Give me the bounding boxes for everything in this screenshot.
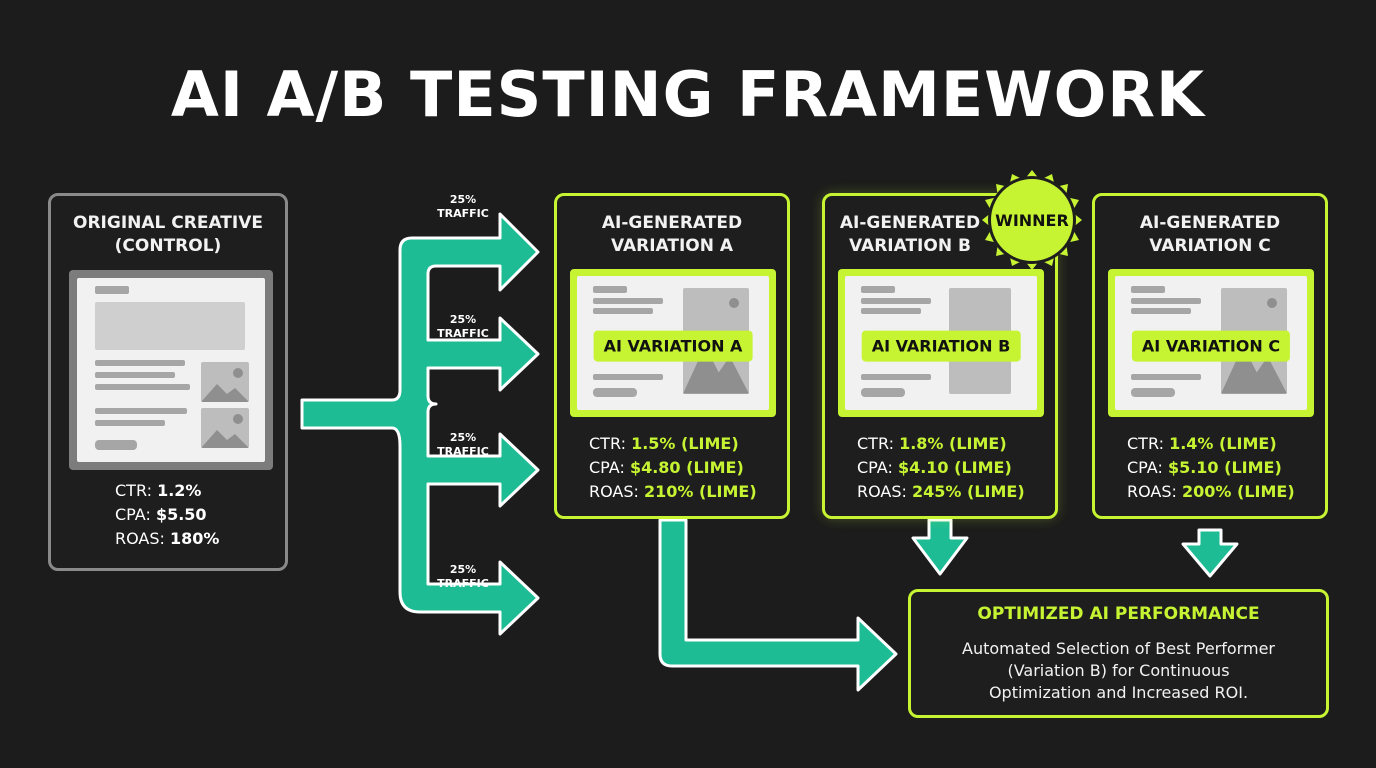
variation-a-panel: AI-GENERATED VARIATION A AI VARIATION A …: [554, 193, 790, 519]
variation-a-metrics: CTR: 1.5% (LIME) CPA: $4.80 (LIME) ROAS:…: [589, 434, 757, 501]
image-placeholder-icon: [201, 362, 249, 402]
flow-arrow-down-b: [911, 518, 969, 576]
variation-b-metrics: CTR: 1.8% (LIME) CPA: $4.10 (LIME) ROAS:…: [857, 434, 1025, 501]
traffic-label-2: 25% TRAFFIC: [437, 313, 489, 340]
variation-b-title: AI-GENERATED VARIATION B: [839, 213, 981, 256]
variation-b-tag: AI VARIATION B: [861, 330, 1021, 362]
control-creative-mockup: [69, 270, 273, 470]
result-title: OPTIMIZED AI PERFORMANCE: [977, 604, 1260, 624]
control-title: ORIGINAL CREATIVE (CONTROL): [73, 213, 263, 256]
result-description: Automated Selection of Best Performer (V…: [962, 639, 1275, 702]
control-metrics: CTR: 1.2% CPA: $5.50 ROAS: 180%: [115, 481, 220, 548]
variation-c-title: AI-GENERATED VARIATION C: [1139, 213, 1281, 256]
variation-c-panel: AI-GENERATED VARIATION C AI VARIATION C …: [1092, 193, 1328, 519]
variation-a-mockup: AI VARIATION A: [570, 269, 776, 417]
flow-arrow-icon: [300, 212, 540, 636]
winner-label: WINNER: [988, 176, 1076, 264]
variation-c-tag: AI VARIATION C: [1131, 330, 1291, 362]
control-panel: ORIGINAL CREATIVE (CONTROL) CTR: 1.2% CP…: [48, 193, 288, 571]
variation-b-mockup: AI VARIATION B: [838, 269, 1044, 417]
variation-c-mockup: AI VARIATION C: [1108, 269, 1314, 417]
winner-badge: WINNER: [982, 170, 1082, 270]
variation-c-metrics: CTR: 1.4% (LIME) CPA: $5.10 (LIME) ROAS:…: [1127, 434, 1295, 501]
flow-arrow-down-c: [1181, 528, 1239, 578]
optimized-result-box: OPTIMIZED AI PERFORMANCE Automated Selec…: [908, 589, 1329, 718]
flow-arrow-to-result: [658, 518, 898, 692]
page-title: AI A/B TESTING FRAMEWORK: [170, 58, 1206, 131]
variation-a-title: AI-GENERATED VARIATION A: [601, 213, 743, 256]
traffic-label-1: 25% TRAFFIC: [437, 193, 489, 220]
traffic-label-4: 25% TRAFFIC: [437, 563, 489, 590]
variation-a-tag: AI VARIATION A: [593, 330, 753, 362]
image-placeholder-icon: [201, 408, 249, 448]
traffic-label-3: 25% TRAFFIC: [437, 431, 489, 458]
